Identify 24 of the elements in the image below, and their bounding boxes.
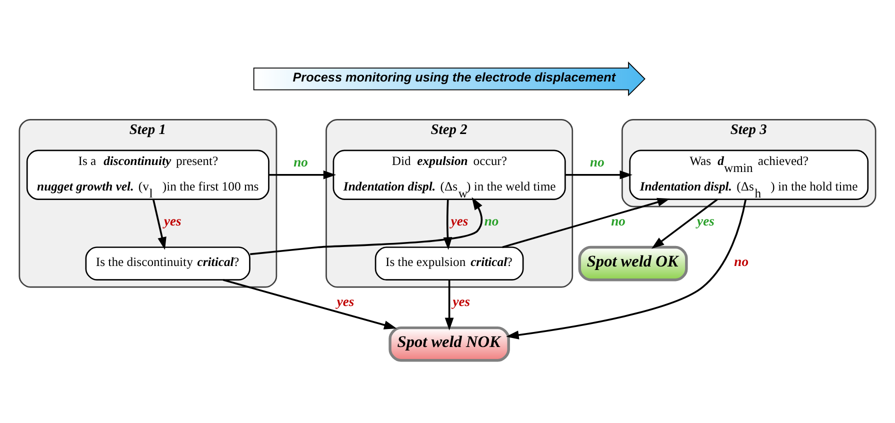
arrow	[152, 199, 166, 250]
arrow	[506, 199, 747, 340]
arrow	[250, 197, 483, 256]
node-box: Is the expulsion critical?	[374, 246, 524, 280]
arrow	[652, 198, 718, 249]
node-box: Spot weld NOK	[388, 326, 510, 362]
arrow	[268, 170, 336, 180]
edge-label: no	[294, 154, 308, 170]
arrow	[443, 199, 452, 250]
edge-label: no	[734, 254, 748, 269]
edge-label: no	[590, 154, 604, 170]
edge-label: no	[484, 214, 499, 229]
arrow	[502, 198, 670, 248]
arrow	[444, 280, 454, 330]
node-box: Is the discontinuity critical?	[85, 246, 250, 280]
edge-label: yes	[452, 294, 470, 310]
node-box: Spot weld OK	[578, 246, 688, 282]
edge-label: yes	[336, 294, 354, 310]
edge-label: yes	[697, 214, 714, 229]
edge-label: yes	[164, 214, 182, 229]
arrow	[222, 279, 397, 330]
arrow	[566, 170, 632, 180]
edge-label: no	[611, 214, 626, 229]
edge-label: yes	[450, 214, 468, 229]
